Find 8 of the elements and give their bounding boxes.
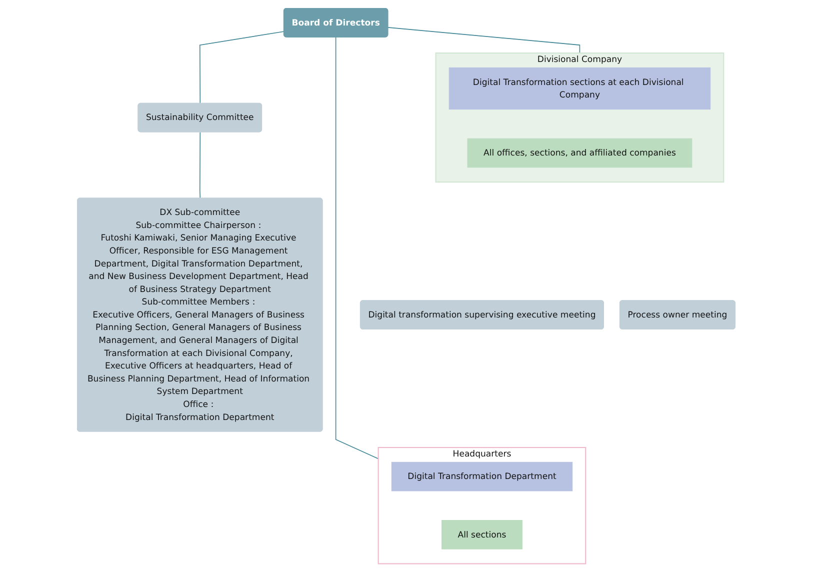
- node-box: Digital Transformation Department: [392, 462, 573, 492]
- node-box: All sections: [442, 520, 523, 550]
- node-box: Digital Transformation sections at each Divisional Company: [449, 67, 711, 110]
- connector: [388, 27, 580, 54]
- connector: [200, 31, 285, 104]
- connector: [200, 132, 201, 199]
- node-box: All offices, sections, and affiliated companies: [468, 138, 692, 168]
- connector: [336, 36, 379, 460]
